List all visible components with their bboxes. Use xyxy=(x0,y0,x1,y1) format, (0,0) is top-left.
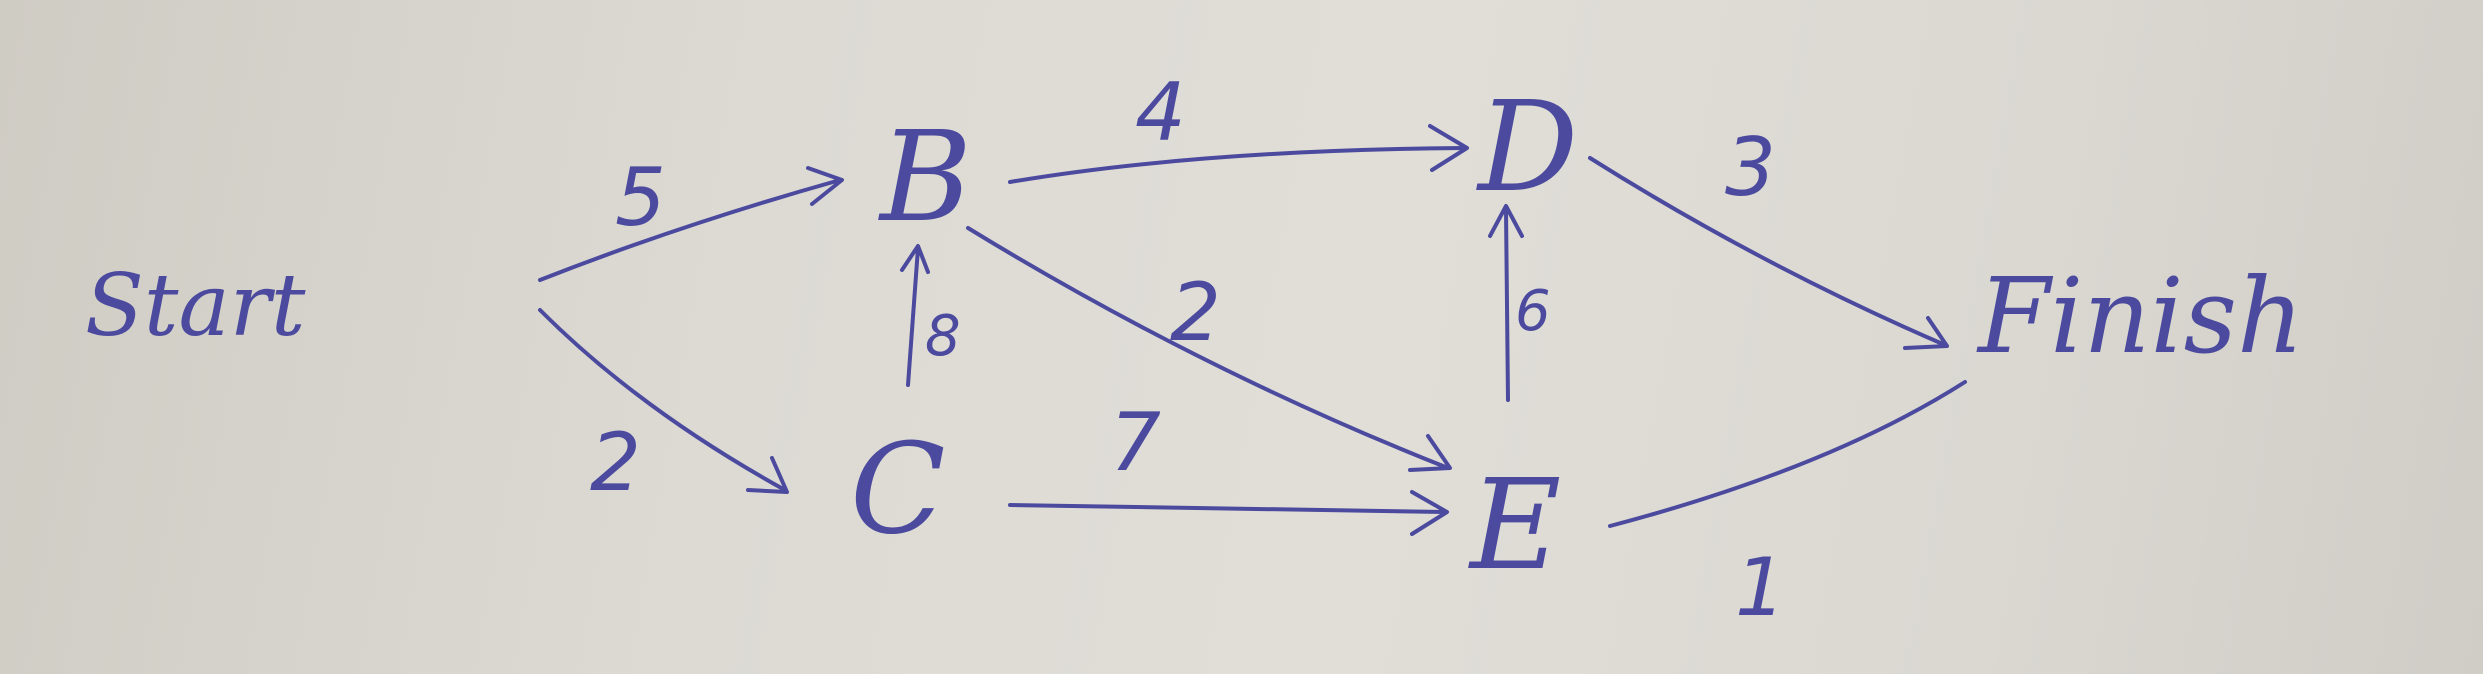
weight-b-d: 4 xyxy=(1135,66,1186,159)
edge-c-b xyxy=(900,244,930,387)
weight-c-b: 8 xyxy=(925,304,961,369)
edge-d-finish xyxy=(1588,156,1949,350)
edge-b-e xyxy=(966,226,1452,472)
node-c: C xyxy=(850,417,946,562)
weight-start-b: 5 xyxy=(615,151,666,244)
edge-e-finish xyxy=(1608,380,1967,528)
weight-c-e: 7 xyxy=(1110,396,1161,489)
weight-d-finish: 3 xyxy=(1725,121,1776,214)
weight-e-finish: 1 xyxy=(1735,541,1786,634)
node-start: Start xyxy=(85,256,306,356)
edge-start-b xyxy=(538,166,844,282)
node-finish: Finish xyxy=(1976,255,2304,377)
node-e: E xyxy=(1468,453,1561,598)
edge-e-d xyxy=(1488,204,1524,402)
edge-c-e xyxy=(1008,490,1449,536)
weight-b-e: 2 xyxy=(1170,266,1221,359)
edge-b-d xyxy=(1008,124,1469,184)
edge-start-c xyxy=(538,308,789,494)
weight-start-c: 2 xyxy=(590,416,641,509)
weight-e-d: 6 xyxy=(1515,279,1551,344)
node-b: B xyxy=(878,105,972,250)
node-d: D xyxy=(1476,75,1578,220)
